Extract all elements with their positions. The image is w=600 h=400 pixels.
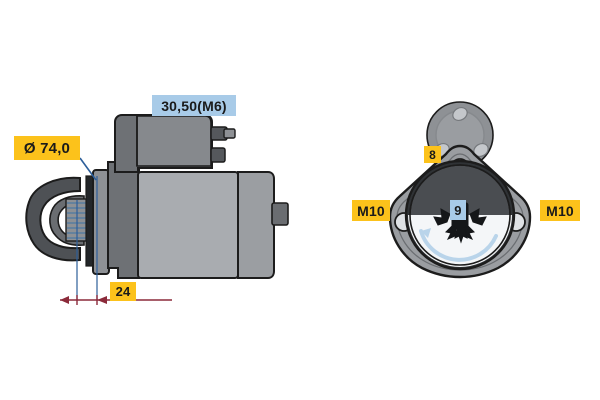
callout-thread-right: M10 — [540, 200, 580, 221]
callout-thread-left: M10 — [352, 200, 390, 221]
callout-diameter: Ø 74,0 — [14, 136, 80, 160]
solenoid-terminals — [210, 126, 236, 163]
rear-terminal-stud — [271, 202, 289, 226]
commutator-end-cover — [237, 171, 275, 279]
dimension-arrow-right — [97, 296, 107, 304]
nose-housing — [107, 161, 140, 279]
callout-ring-gear-teeth: 8 — [424, 146, 441, 163]
callout-pinion-teeth: 9 — [450, 200, 466, 220]
motor-yoke — [137, 171, 239, 279]
dimension-arrow-left — [60, 296, 69, 304]
leader-diameter — [79, 157, 97, 181]
rotation-direction-arrow — [419, 228, 498, 262]
callout-terminal: 30,50(M6) — [152, 95, 236, 116]
drive-lever-housing — [25, 176, 85, 262]
solenoid — [114, 114, 213, 173]
drive-end-flange — [92, 169, 110, 275]
end-view-group — [388, 101, 532, 279]
side-view-group — [25, 114, 289, 305]
solenoid-end-cap — [426, 101, 494, 169]
callout-length: 24 — [110, 282, 136, 301]
